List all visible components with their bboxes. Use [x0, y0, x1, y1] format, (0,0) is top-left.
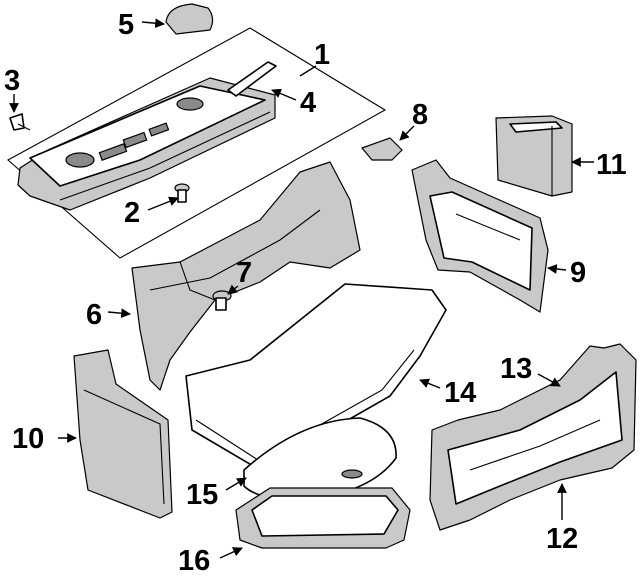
clip [174, 183, 190, 203]
leader-5 [141, 18, 165, 29]
leader-14 [419, 378, 441, 389]
callout-5: 5 [118, 9, 134, 41]
callout-12: 12 [546, 523, 578, 555]
leader-9 [547, 264, 567, 274]
cover-cap [165, 3, 214, 35]
bolt [212, 290, 232, 311]
tray-trim-strip [227, 61, 277, 97]
callout-6: 6 [86, 299, 102, 331]
callout-7: 7 [236, 257, 252, 289]
bracket [361, 137, 403, 161]
leader-4 [271, 88, 297, 101]
trunk-floor-mat [185, 283, 447, 471]
group-box-outline [7, 27, 387, 259]
callout-11: 11 [596, 149, 627, 181]
callout-1: 1 [314, 39, 330, 71]
leader-15 [225, 477, 247, 491]
screw [9, 113, 31, 131]
leader-6 [107, 308, 131, 319]
callout-4: 4 [300, 87, 316, 119]
callout-3: 3 [4, 65, 20, 97]
left-rear-trim [73, 349, 173, 519]
storage-box [495, 115, 573, 197]
leader-13 [537, 373, 561, 387]
leader-1 [299, 65, 317, 77]
callout-16: 16 [178, 545, 210, 577]
speaker-opening-right [176, 97, 204, 111]
leader-2 [147, 196, 179, 211]
callout-2: 2 [124, 197, 140, 229]
leader-7 [227, 284, 239, 295]
callout-9: 9 [570, 257, 586, 289]
left-side-trim [131, 161, 361, 391]
callout-14: 14 [444, 377, 476, 409]
callout-15: 15 [186, 479, 218, 511]
callout-13: 13 [500, 353, 532, 385]
callout-8: 8 [412, 99, 428, 131]
leader-16 [219, 547, 243, 559]
callout-10: 10 [12, 423, 44, 455]
package-tray-group [7, 27, 387, 259]
speaker-opening-left [65, 152, 95, 168]
leader-8 [399, 125, 415, 141]
